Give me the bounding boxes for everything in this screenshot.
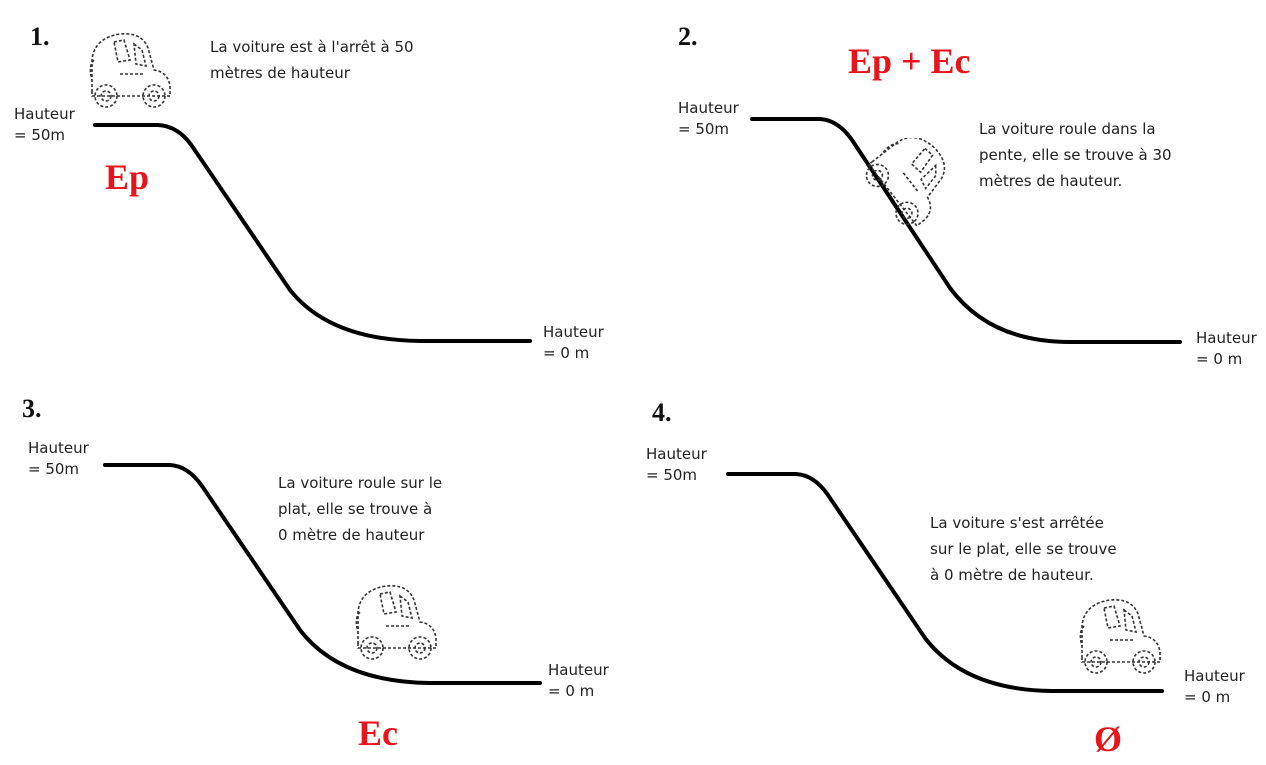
car-icon bbox=[1079, 598, 1161, 674]
caption: La voiture roule sur le plat, elle se tr… bbox=[278, 474, 443, 544]
caption: La voiture roule dans la pente, elle se … bbox=[979, 120, 1172, 190]
panel-number: 1. bbox=[30, 22, 50, 51]
top-height-label: Hauteur = 50m bbox=[28, 439, 89, 478]
energy-label: Ep + Ec bbox=[848, 41, 971, 81]
bottom-height-label: Hauteur = 0 m bbox=[548, 661, 609, 700]
caption: La voiture s'est arrêtée sur le plat, el… bbox=[930, 514, 1117, 584]
bottom-height-label: Hauteur = 0 m bbox=[1196, 329, 1257, 368]
bottom-height-label: Hauteur = 0 m bbox=[1184, 667, 1245, 706]
top-height-label: Hauteur = 50m bbox=[678, 99, 739, 138]
energy-label: Ep bbox=[105, 157, 150, 197]
panel-number: 3. bbox=[22, 394, 42, 423]
energy-label: Ec bbox=[358, 713, 398, 753]
energy-label: Ø bbox=[1094, 719, 1123, 759]
top-height-label: Hauteur = 50m bbox=[646, 445, 707, 484]
caption: La voiture est à l'arrêt à 50 mètres de … bbox=[210, 38, 414, 82]
top-height-label: Hauteur = 50m bbox=[14, 105, 75, 144]
panel-number: 2. bbox=[678, 22, 698, 51]
bottom-height-label: Hauteur = 0 m bbox=[543, 323, 604, 362]
panel-number: 4. bbox=[652, 398, 672, 427]
